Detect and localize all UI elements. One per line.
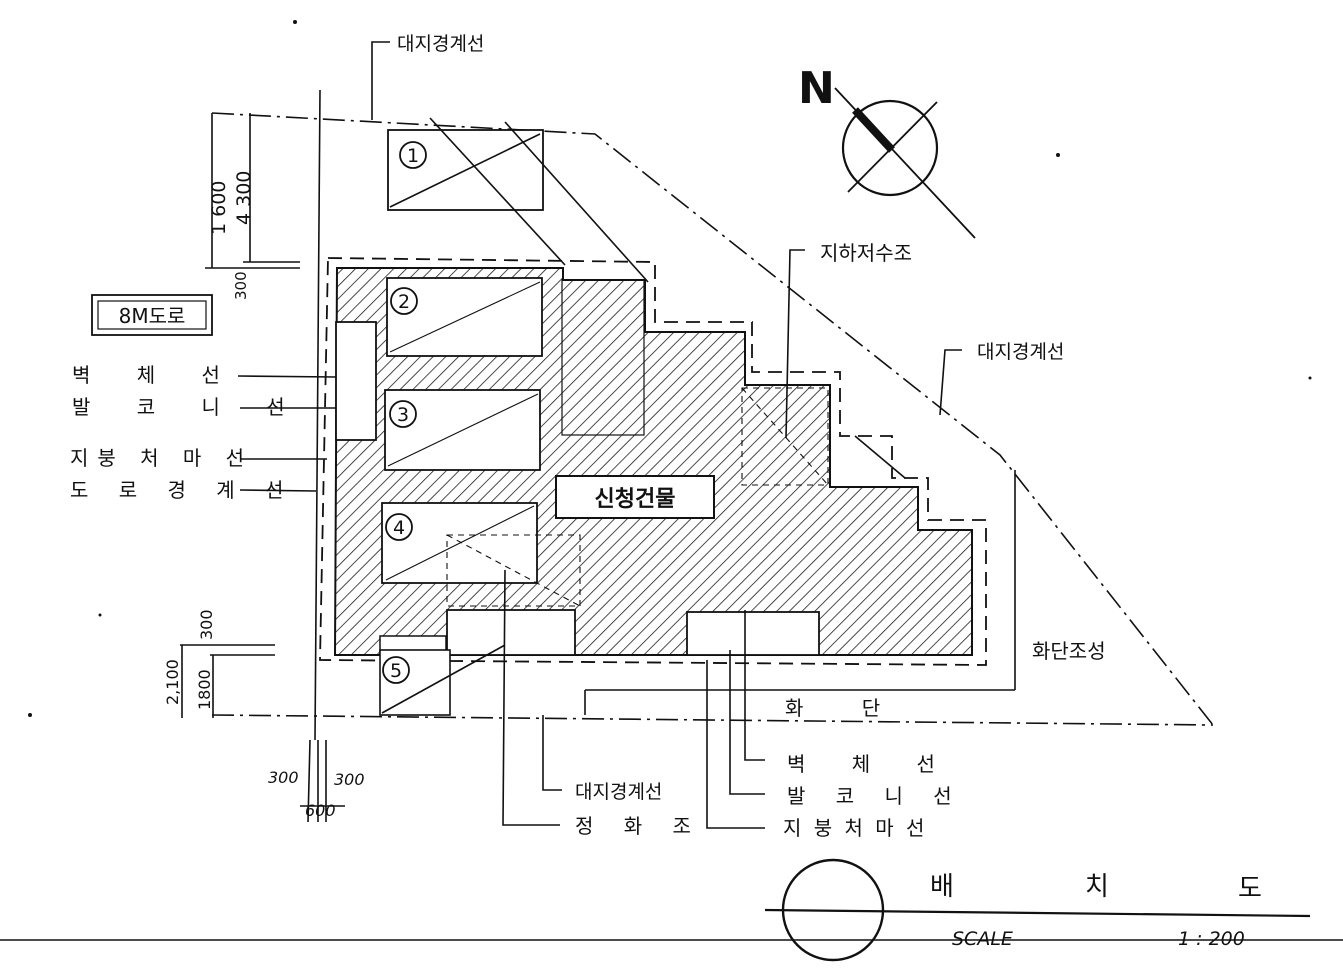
dim-bottom-right: 300 xyxy=(334,770,365,789)
label-site-boundary-right: 대지경계선 xyxy=(977,341,1064,363)
title-block: 배 치 도 SCALE 1 : 200 xyxy=(0,858,1343,962)
bottom-callout-balcony: 발 코 니 선 xyxy=(787,784,964,808)
bottom-callout-eave: 지 붕 처 마 선 xyxy=(783,816,927,840)
scale-label: SCALE xyxy=(952,928,1013,950)
left-callout-eave: 지붕 처 마 선 xyxy=(70,446,253,470)
flowerbed-lines xyxy=(584,435,1016,715)
callout-site-boundary-top: 대지경계선 xyxy=(371,33,484,120)
label-flowerbed-made: 화단조성 xyxy=(1032,639,1106,663)
dim-bottom-total: 2,100 xyxy=(163,659,182,705)
site-boundary-line xyxy=(211,112,1214,726)
dim-top-small: 300 xyxy=(232,271,250,300)
bottom-callout-wall: 벽 체 선 xyxy=(787,752,955,776)
left-callout-balcony: 발 코 니 선 xyxy=(72,395,305,419)
left-callout-wall: 벽 체 선 xyxy=(72,363,240,387)
building-name: 신청건물 xyxy=(595,487,676,512)
title-char-3: 도 xyxy=(1238,874,1262,904)
item-number-3: 3 xyxy=(397,404,409,426)
scale-value: 1 : 200 xyxy=(1178,928,1245,950)
item-number-4: 4 xyxy=(393,517,405,539)
title-char-1: 배 xyxy=(930,872,954,902)
label-site-boundary-top: 대지경계선 xyxy=(397,33,484,55)
north-letter: N xyxy=(798,63,835,114)
building-name-box: 신청건물 xyxy=(555,475,715,519)
dim-bottom-small: 300 xyxy=(197,609,216,640)
item-numbers: 1 2 3 4 5 xyxy=(382,141,427,684)
title-char-2: 치 xyxy=(1085,872,1109,902)
road-boundary-lines xyxy=(307,89,327,823)
label-underground-tank: 지하저수조 xyxy=(820,241,912,265)
bottom-dimensions: 2,100 1800 300 300 300 600 xyxy=(163,609,365,820)
label-septic-tank: 정 화 조 xyxy=(575,814,703,838)
item-1-box xyxy=(387,117,649,283)
top-dimensions: 1 600 4 300 300 xyxy=(205,113,300,300)
label-site-boundary-bottom: 대지경계선 xyxy=(575,781,662,803)
dim-bottom-sum: 600 xyxy=(305,801,336,820)
dim-top-total: 1 600 xyxy=(208,181,230,235)
dim-bottom-main: 1800 xyxy=(195,669,214,710)
dim-bottom-left: 300 xyxy=(268,768,299,787)
north-arrow-icon: N xyxy=(798,63,976,239)
item-number-1: 1 xyxy=(407,145,419,167)
left-callouts: 벽 체 선 발 코 니 선 지붕 처 마 선 도 로 경 계 선 xyxy=(70,363,337,502)
callout-site-boundary-right: 대지경계선 xyxy=(939,341,1064,416)
item-number-5: 5 xyxy=(390,660,402,682)
dim-top-main: 4 300 xyxy=(233,171,255,225)
label-road: 8M도로 xyxy=(119,304,186,328)
label-flowerbed: 화 단 xyxy=(785,696,906,720)
bottom-callouts: 벽 체 선 발 코 니 선 지 붕 처 마 선 대지경계선 정 화 조 xyxy=(502,569,964,840)
scan-specks xyxy=(28,20,1312,717)
road-label-box: 8M도로 xyxy=(91,294,213,336)
callout-underground-tank: 지하저수조 xyxy=(785,241,912,439)
roof-eave-outline xyxy=(319,257,987,666)
item-number-2: 2 xyxy=(398,291,410,313)
